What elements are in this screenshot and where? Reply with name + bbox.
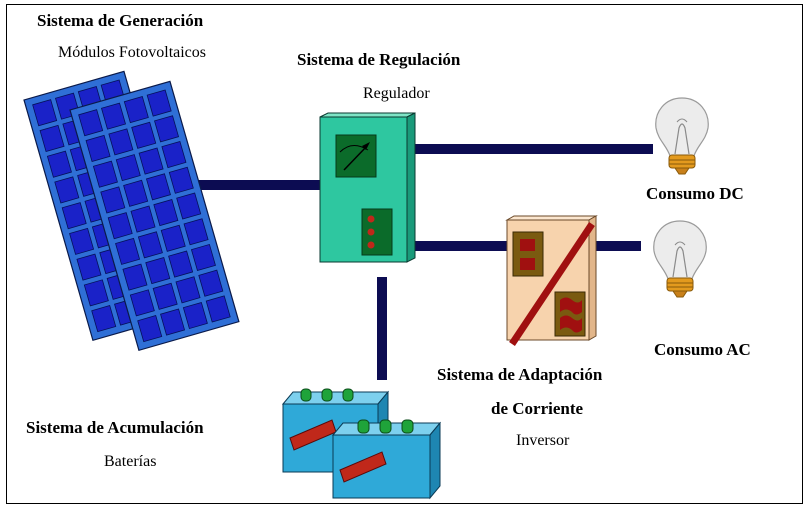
solar-cell	[161, 140, 187, 169]
solar-cell	[152, 282, 178, 310]
solar-cell	[91, 305, 117, 333]
adaptation-title-line1: Sistema de Adaptación	[437, 365, 603, 384]
solar-cell	[138, 147, 164, 175]
solar-cell	[130, 205, 156, 233]
solar-cell	[46, 150, 72, 178]
lightbulb-dc-icon	[655, 97, 709, 175]
solar-cell	[137, 231, 163, 259]
solar-cell	[145, 257, 171, 285]
wire-regulator-dc	[415, 144, 653, 154]
solar-cell	[160, 308, 186, 336]
regulator-indicators	[361, 208, 393, 256]
solar-cell	[131, 121, 157, 149]
lightbulb-ac-icon	[653, 220, 707, 298]
accumulation-subtitle: Baterías	[104, 453, 157, 470]
solar-cell	[168, 250, 194, 278]
solar-cell	[122, 263, 148, 291]
wire-panel-regulator	[178, 180, 320, 190]
regulator-meter	[335, 134, 377, 178]
solar-cell	[100, 186, 126, 214]
adaptation-title-line2: de Corriente	[491, 399, 584, 418]
solar-cell	[100, 102, 127, 130]
generation-title: Sistema de Generación	[37, 11, 204, 30]
solar-cell	[154, 115, 180, 143]
wires	[178, 144, 653, 380]
battery-front	[331, 419, 442, 500]
solar-cell	[205, 295, 231, 323]
solar-cell	[153, 199, 179, 227]
wire-regulator-inverter	[415, 241, 507, 251]
solar-cell	[83, 279, 109, 307]
solar-cell	[108, 128, 134, 156]
consumo-dc-label: Consumo DC	[646, 184, 744, 203]
wire-regulator-battery	[377, 277, 387, 380]
solar-cell	[61, 202, 87, 230]
solar-cell	[123, 96, 149, 124]
solar-cell	[168, 166, 194, 194]
accumulation-title: Sistema de Acumulación	[26, 418, 204, 437]
adaptation-subtitle: Inversor	[516, 432, 570, 449]
solar-cell	[107, 212, 133, 240]
consumo-ac-label: Consumo AC	[654, 340, 751, 359]
solar-cell	[129, 289, 155, 317]
solar-cell	[76, 253, 102, 281]
solar-cell	[123, 179, 149, 207]
solar-cell	[39, 124, 65, 152]
solar-cell	[183, 218, 209, 246]
solar-cell	[85, 134, 111, 162]
solar-cell	[198, 269, 224, 297]
solar-cell	[92, 160, 118, 188]
solar-cell	[190, 243, 216, 272]
solar-cell	[160, 224, 186, 252]
solar-cell	[78, 109, 104, 137]
solar-cell	[175, 276, 201, 304]
regulator-device	[319, 112, 416, 263]
solar-cell	[146, 89, 172, 117]
diagram-frame	[6, 4, 803, 504]
solar-cell	[176, 192, 202, 220]
solar-cell	[115, 237, 141, 265]
solar-cell	[182, 301, 208, 330]
regulation-title: Sistema de Regulación	[297, 50, 461, 69]
solar-cell	[145, 173, 171, 201]
solar-cell	[32, 99, 58, 127]
regulation-subtitle: Regulador	[363, 85, 430, 102]
inverter-device	[505, 215, 598, 346]
solar-cell	[54, 176, 80, 204]
solar-cell	[69, 227, 95, 255]
wire-inverter-ac	[595, 241, 641, 251]
solar-cell	[137, 315, 163, 343]
generation-subtitle: Módulos Fotovoltaicos	[58, 44, 207, 61]
solar-panel-front	[69, 80, 240, 352]
solar-cell	[115, 154, 141, 182]
